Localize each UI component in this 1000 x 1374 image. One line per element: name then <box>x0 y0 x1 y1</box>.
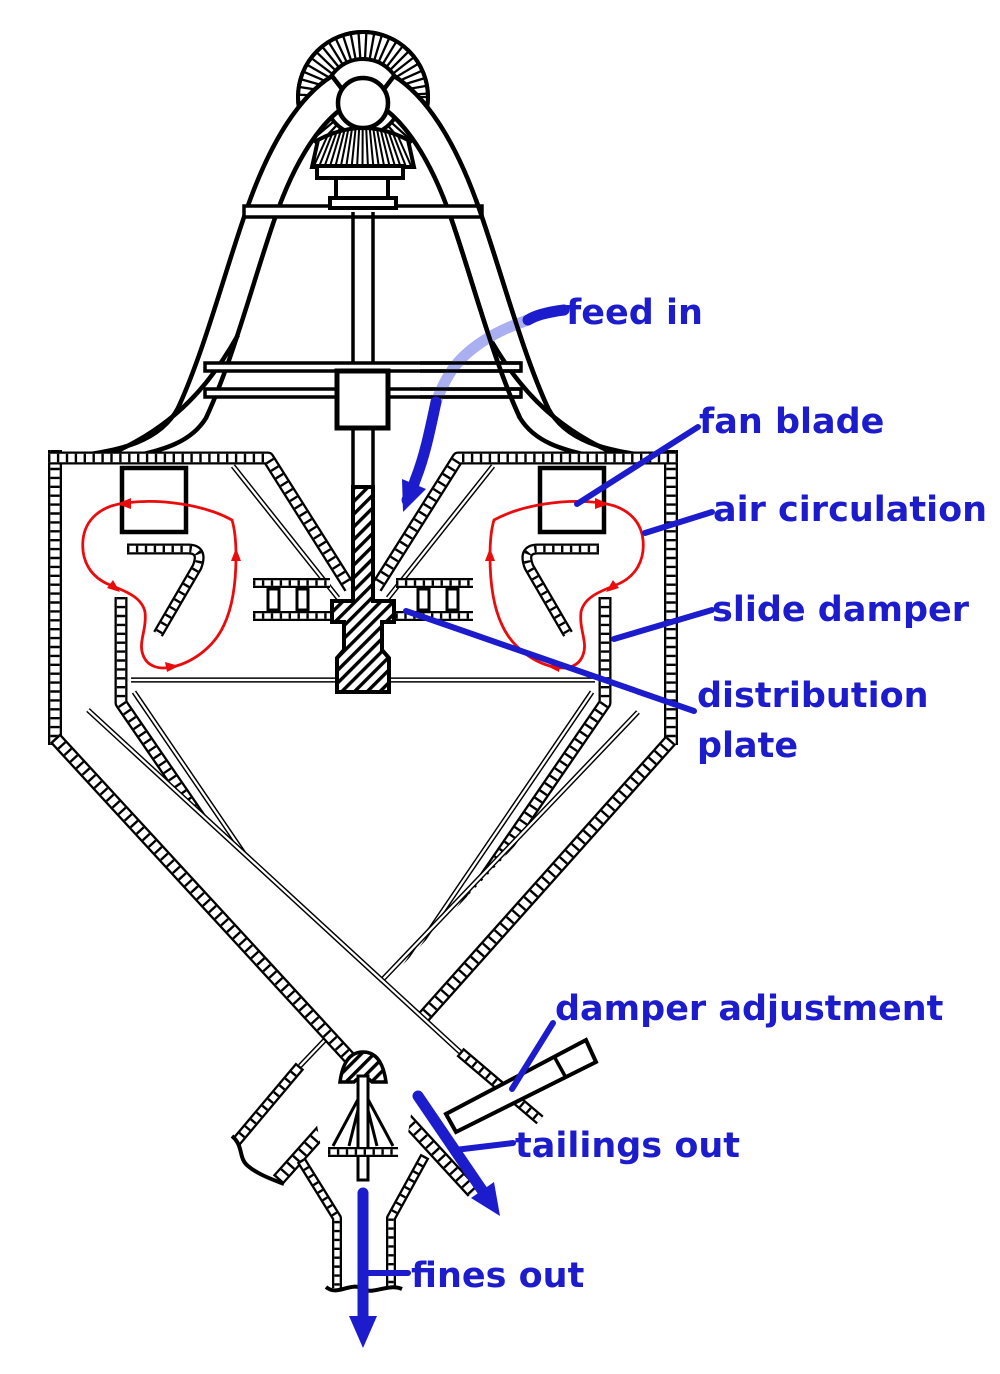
label-feed-in: feed in <box>566 293 703 333</box>
top-wall-right <box>370 451 678 592</box>
leader-distribution-plate <box>403 608 697 714</box>
spider-rod <box>356 1074 370 1182</box>
classifier-body <box>48 450 678 1032</box>
fines-outlet-assembly <box>296 1046 430 1293</box>
shaft-hub <box>330 485 396 694</box>
top-wall-left <box>48 451 356 592</box>
shaft-coupling-block <box>334 368 391 431</box>
fines-out-arrow <box>349 1187 377 1348</box>
leader-air-circulation <box>642 509 715 536</box>
label-slide-damper: slide damper <box>712 590 970 630</box>
frame-skirt-left <box>114 333 240 455</box>
fan-blade-right <box>537 465 607 535</box>
shaft-bearing <box>335 75 391 131</box>
flow-arrowhead <box>117 498 131 509</box>
fines-tube-wall-right <box>386 1153 430 1288</box>
label-plate: plate <box>697 726 798 766</box>
flow-arrowhead <box>606 580 619 592</box>
leader-fan-blade <box>574 424 701 507</box>
flow-arrowhead <box>165 662 179 672</box>
label-fan-blade: fan blade <box>699 402 884 442</box>
bevel-gear <box>309 126 417 210</box>
baffle-right <box>521 543 599 637</box>
label-fines-out: fines out <box>411 1256 584 1296</box>
feed-funnel-left <box>230 464 341 600</box>
leader-tailings-out <box>452 1140 516 1153</box>
air-circulation-loop-left <box>81 498 241 672</box>
flow-arrowhead <box>595 498 609 509</box>
frame-leg-left <box>75 73 356 465</box>
flow-arrowhead <box>485 548 495 561</box>
fan-blade-left <box>119 465 189 535</box>
frame-leg-right <box>370 73 651 465</box>
feed-arrowhead <box>402 479 426 512</box>
label-air-circulation: air circulation <box>713 490 987 530</box>
label-tailings-out: tailings out <box>515 1126 740 1166</box>
damper-adjustment-lever <box>443 1037 599 1135</box>
label-distribution: distribution <box>697 676 929 716</box>
break-line <box>230 1134 285 1186</box>
main-shaft <box>203 212 523 487</box>
baffle-left <box>127 543 205 637</box>
feed-funnel-right <box>385 464 496 600</box>
frame-skirt-right <box>486 333 612 455</box>
leader-slide-damper <box>611 607 715 642</box>
fines-tube-wall-left <box>296 1157 342 1288</box>
feed-in-arrow <box>401 199 570 512</box>
label-damper-adjustment: damper adjustment <box>555 989 943 1029</box>
tailings-out-arrow <box>412 1090 500 1216</box>
flow-arrowhead <box>231 548 241 561</box>
leader-damper-adjustment <box>509 1020 556 1092</box>
flow-arrowhead <box>107 580 120 592</box>
